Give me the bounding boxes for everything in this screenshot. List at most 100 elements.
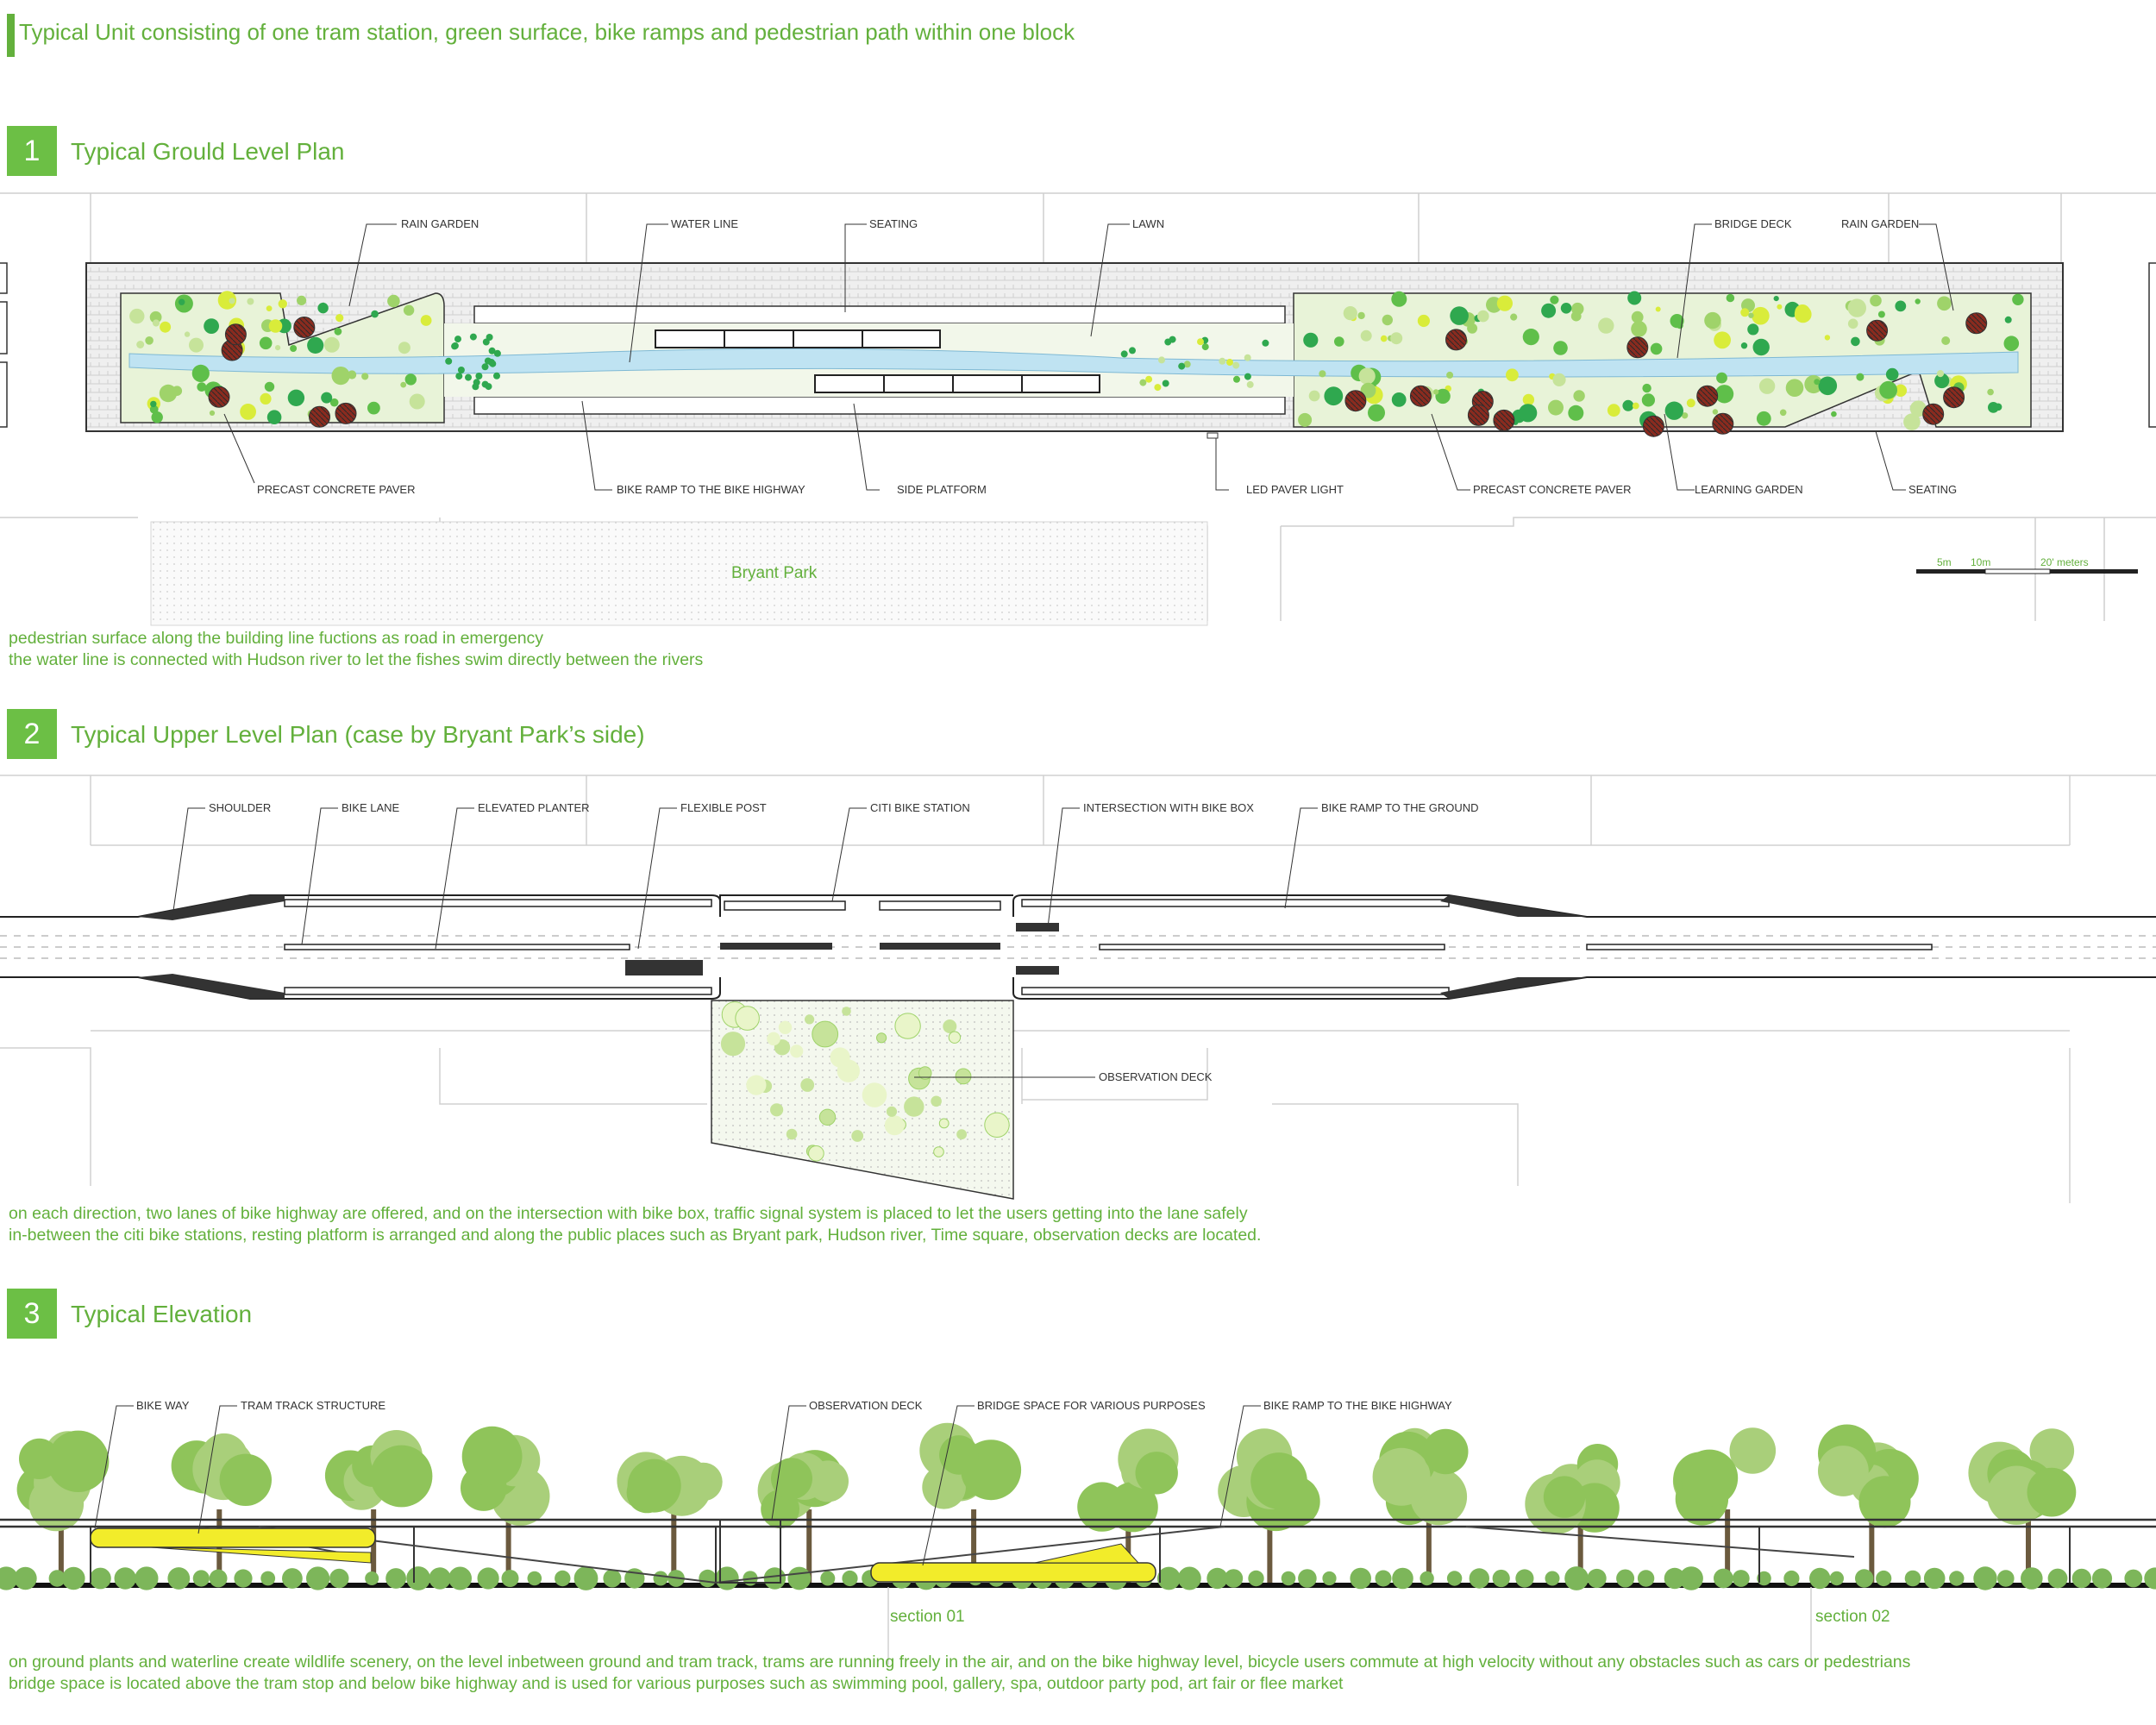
plant-mark	[1627, 291, 1642, 305]
plant-mark	[189, 337, 204, 353]
plant-mark	[150, 400, 157, 408]
plant-mark	[1324, 386, 1344, 406]
plant-mark	[361, 373, 369, 380]
plant-mark	[1670, 314, 1684, 329]
deck-plant	[837, 1059, 860, 1082]
plant-mark	[1879, 380, 1898, 399]
tree-canopy	[627, 1458, 681, 1513]
plant-mark	[1642, 383, 1651, 393]
plant-mark	[1752, 306, 1770, 325]
plant-mark	[1936, 370, 1945, 378]
rain-garden-mark	[1626, 336, 1649, 359]
tree-trunk	[371, 1509, 377, 1583]
plant-mark	[1573, 390, 1585, 402]
plant-mark	[1704, 311, 1721, 329]
shrub	[2091, 1568, 2113, 1589]
shrub	[1757, 1571, 1771, 1586]
shrub	[1206, 1567, 1228, 1590]
shrub	[787, 1566, 812, 1590]
shrub	[329, 1568, 349, 1589]
scale-10m: 10m	[1971, 556, 1990, 568]
water-line	[128, 348, 2019, 378]
plant-mark	[1262, 339, 1269, 347]
plant-mark	[465, 373, 472, 381]
upper-level-plan: SHOULDER BIKE LANE ELEVATED PLANTER FLEX…	[0, 775, 2156, 1203]
rain-garden-mark	[1943, 386, 1965, 409]
plant-mark	[1752, 338, 1770, 356]
plant-mark	[1553, 341, 1568, 355]
led-paver-light	[1206, 432, 1219, 439]
shrub	[282, 1568, 303, 1589]
shrub	[573, 1566, 599, 1590]
plant-mark	[1432, 389, 1439, 395]
plant-mark	[485, 383, 492, 391]
deck-plant	[884, 1115, 905, 1136]
deck-plant	[894, 1013, 921, 1039]
plant-mark	[259, 336, 273, 350]
plant-mark	[335, 314, 344, 323]
plant-mark	[2003, 336, 2020, 351]
typical-elevation: BIKE WAY TRAM TRACK STRUCTURE OBSERVATIO…	[0, 1399, 2156, 1665]
plant-mark	[1779, 409, 1787, 417]
shrub	[1545, 1571, 1560, 1586]
label-learning-garden: LEARNING GARDEN	[1695, 483, 1803, 496]
plant-mark	[1244, 354, 1251, 361]
label-lawn: LAWN	[1132, 217, 1164, 230]
shrub	[842, 1570, 858, 1587]
plant-mark	[159, 384, 178, 403]
plant-mark	[1522, 329, 1539, 346]
plant-mark	[145, 336, 154, 345]
plant-mark	[481, 363, 489, 371]
label-rain-garden-left: RAIN GARDEN	[401, 217, 479, 230]
bike-highway	[0, 894, 2156, 1000]
plant-mark	[1232, 361, 1240, 369]
rain-garden-mark	[1922, 403, 1945, 425]
plant-mark	[1607, 404, 1620, 417]
plant-mark	[403, 304, 415, 316]
plant-mark	[204, 318, 220, 334]
section-1-note-1: pedestrian surface along the building li…	[9, 629, 544, 648]
deck-plant	[790, 1044, 804, 1058]
shrub	[1679, 1566, 1703, 1590]
shrub	[763, 1567, 787, 1590]
label-bike-lane: BIKE LANE	[342, 801, 400, 814]
plant-mark	[1631, 310, 1644, 323]
plant-mark	[1522, 393, 1535, 406]
plant-mark	[1987, 388, 1994, 396]
plant-mark	[1756, 411, 1771, 426]
shrub	[1616, 1569, 1635, 1588]
shrub	[1855, 1569, 1874, 1588]
plant-mark	[1360, 382, 1376, 398]
plant-mark	[409, 393, 425, 410]
plant-mark	[217, 291, 237, 310]
plant-mark	[1145, 375, 1153, 383]
rain-garden-mark	[224, 323, 247, 346]
plant-mark	[197, 382, 207, 392]
shrub	[1714, 1568, 1733, 1589]
plant-mark	[1568, 405, 1584, 421]
plant-mark	[1548, 399, 1564, 416]
deck-plant	[746, 1075, 767, 1095]
shrub	[1664, 1567, 1686, 1590]
shrub	[1923, 1567, 1946, 1590]
tram-vehicles	[655, 329, 1100, 393]
columns	[90, 1527, 2071, 1583]
plant-mark	[1357, 311, 1365, 320]
plant-mark	[1298, 412, 1313, 427]
plant-mark	[1129, 347, 1136, 354]
plant-mark	[1197, 338, 1204, 346]
plant-mark	[1622, 399, 1634, 411]
tree-trunk	[971, 1509, 977, 1583]
plant-mark	[1937, 296, 1952, 311]
plant-mark	[1233, 375, 1240, 383]
label-bike-way: BIKE WAY	[136, 1399, 190, 1412]
deck-plant	[805, 1014, 815, 1025]
shrub	[306, 1566, 330, 1590]
shrub	[1587, 1568, 1607, 1589]
plant-mark	[457, 367, 465, 373]
tree-canopy	[1681, 1449, 1739, 1507]
shrub	[1997, 1570, 2015, 1587]
plant-mark	[454, 336, 461, 343]
deck-plant	[938, 1118, 950, 1129]
deck-plant	[876, 1032, 887, 1044]
